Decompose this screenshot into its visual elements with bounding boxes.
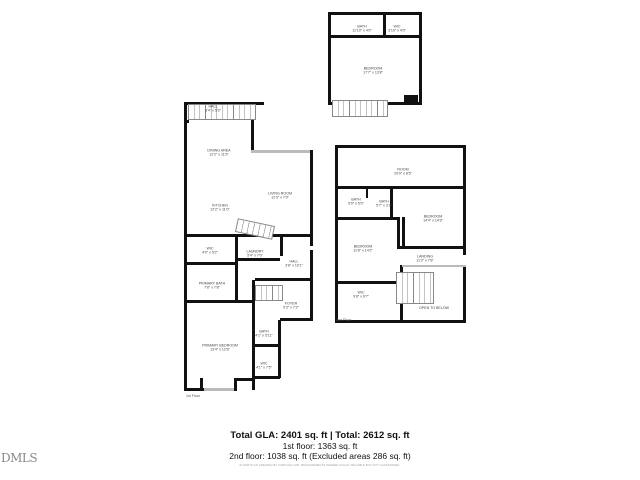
wall	[278, 320, 281, 378]
wall	[463, 265, 466, 323]
wall	[383, 13, 386, 37]
wall	[184, 300, 252, 303]
wall	[310, 250, 313, 320]
wall	[335, 186, 466, 189]
wall	[184, 102, 264, 105]
logo: DMLS	[1, 451, 38, 465]
wall	[390, 188, 393, 218]
wall	[331, 35, 419, 38]
first-floor-area: 1st floor: 1363 sq. ft	[282, 441, 358, 451]
wall	[335, 320, 403, 323]
wall	[184, 388, 204, 391]
wall	[184, 120, 187, 390]
wall	[234, 378, 252, 381]
wall	[235, 262, 238, 302]
second-floor-area: 2nd floor: 1038 sq. ft (Excluded areas 2…	[229, 451, 411, 461]
wall	[234, 378, 237, 391]
wall	[400, 320, 466, 323]
window	[204, 388, 234, 391]
wall	[397, 217, 400, 247]
wall	[200, 378, 202, 381]
area-summary: Total GLA: 2401 sq. ft | Total: 2612 sq.…	[0, 430, 640, 467]
wall	[328, 12, 422, 15]
floor-label: 1st Floor	[186, 394, 200, 398]
wall	[252, 344, 280, 347]
disclaimer: FLOOR PLAN CREATED BY CUBICASA APP. MEAS…	[239, 464, 401, 467]
wall	[463, 145, 466, 255]
total-gla: Total GLA: 2401 sq. ft | Total: 2612 sq.…	[230, 430, 410, 441]
floor-label: 2nd Floor	[336, 318, 352, 322]
wall	[184, 234, 311, 237]
room-label-open-to-below: OPEN TO BELOW	[418, 305, 450, 310]
wall	[252, 376, 280, 379]
wall	[280, 234, 283, 256]
wall	[402, 217, 405, 247]
wall	[335, 217, 397, 220]
wall	[328, 12, 331, 104]
wall	[235, 234, 238, 264]
wall	[184, 262, 235, 265]
wall	[366, 188, 368, 198]
window	[402, 265, 466, 267]
wall	[184, 102, 187, 122]
wall	[251, 120, 254, 152]
wall	[404, 95, 418, 103]
wall	[252, 280, 255, 390]
wall	[335, 145, 466, 148]
wall	[236, 258, 280, 261]
wall	[280, 318, 313, 321]
wall	[335, 281, 401, 284]
stairs	[255, 285, 283, 301]
stairs	[332, 100, 388, 117]
wall	[397, 246, 463, 249]
wall	[335, 145, 338, 323]
wall	[200, 378, 203, 391]
stairs	[188, 104, 256, 120]
stairs	[396, 272, 434, 304]
wall	[310, 150, 313, 246]
window	[251, 150, 311, 153]
wall	[419, 12, 422, 104]
wall	[255, 278, 311, 281]
